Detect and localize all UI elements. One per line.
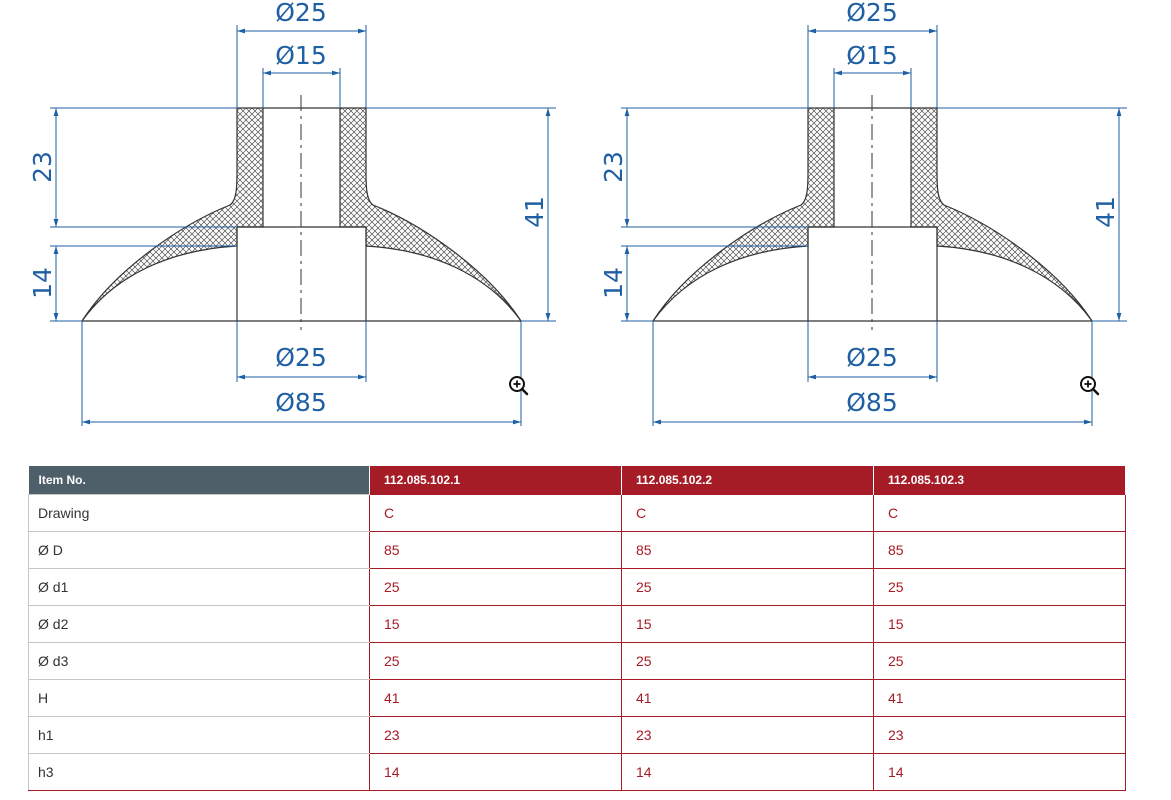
table-cell: 85: [369, 531, 622, 569]
table-header-row: Item No. 112.085.102.1 112.085.102.2 112…: [28, 466, 1126, 495]
dim-top-outer-diameter: Ø25: [275, 0, 327, 27]
specification-table: Item No. 112.085.102.1 112.085.102.2 112…: [28, 466, 1126, 791]
table-cell: 85: [873, 531, 1126, 569]
table-cell: 25: [873, 568, 1126, 606]
row-label: Drawing: [28, 494, 370, 532]
row-label: Ø d3: [28, 642, 370, 680]
table-cell: 15: [621, 605, 874, 643]
dimension-lines: [50, 25, 556, 426]
suction-cup-drawing-2: Ø25 Ø15 23 14 41 Ø25 Ø85: [571, 0, 1141, 440]
zoom-in-icon[interactable]: [509, 376, 529, 396]
dim-total-height: 41: [520, 196, 549, 228]
row-label: H: [28, 679, 370, 717]
dim-top-inner-diameter: Ø15: [275, 41, 327, 70]
table-cell: 25: [621, 568, 874, 606]
dim-top-outer-diameter: Ø25: [846, 0, 898, 27]
row-label: Ø d1: [28, 568, 370, 606]
table-cell: 23: [369, 716, 622, 754]
table-cell: 14: [873, 753, 1126, 791]
table-row: h1 23 23 23: [28, 716, 1126, 754]
table-cell: 41: [873, 679, 1126, 717]
table-cell: 14: [369, 753, 622, 791]
table-row: H 41 41 41: [28, 679, 1126, 717]
row-label: Ø d2: [28, 605, 370, 643]
table-cell: C: [873, 494, 1126, 532]
item-no-header: Item No.: [28, 466, 370, 495]
zoom-in-icon[interactable]: [1080, 376, 1100, 396]
section-hatch-left: [81, 107, 264, 322]
dim-total-height: 41: [1091, 196, 1120, 228]
table-cell: 25: [369, 568, 622, 606]
item-column-header: 112.085.102.3: [873, 466, 1126, 495]
row-label: Ø D: [28, 531, 370, 569]
table-cell: 23: [873, 716, 1126, 754]
dim-bottom-outer-diameter: Ø85: [275, 388, 327, 417]
dim-h3: 14: [28, 267, 57, 299]
section-hatch-right: [910, 107, 1093, 322]
dim-top-inner-diameter: Ø15: [846, 41, 898, 70]
table-cell: 15: [369, 605, 622, 643]
table-cell: C: [621, 494, 874, 532]
table-cell: 15: [873, 605, 1126, 643]
section-hatch-left: [652, 107, 835, 322]
table-row: Drawing C C C: [28, 494, 1126, 532]
dim-h1: 23: [599, 151, 628, 183]
cross-section-svg: Ø25 Ø15 23 14 41 Ø25 Ø85: [599, 0, 1127, 426]
item-column-header: 112.085.102.1: [369, 466, 622, 495]
table-cell: 41: [621, 679, 874, 717]
cross-section-svg: Ø25 Ø15 23 14 41 Ø25 Ø85: [28, 0, 556, 426]
table-cell: C: [369, 494, 622, 532]
dim-h1: 23: [28, 151, 57, 183]
dim-h3: 14: [599, 267, 628, 299]
table-cell: 25: [369, 642, 622, 680]
table-cell: 14: [621, 753, 874, 791]
table-cell: 25: [621, 642, 874, 680]
table-row: h3 14 14 14: [28, 753, 1126, 791]
dim-bottom-outer-diameter: Ø85: [846, 388, 898, 417]
table-row: Ø d3 25 25 25: [28, 642, 1126, 680]
table-row: Ø d1 25 25 25: [28, 568, 1126, 606]
table-row: Ø d2 15 15 15: [28, 605, 1126, 643]
table-cell: 85: [621, 531, 874, 569]
section-hatch-right: [339, 107, 522, 322]
dimension-lines: [621, 25, 1127, 426]
table-cell: 41: [369, 679, 622, 717]
table-row: Ø D 85 85 85: [28, 531, 1126, 569]
row-label: h3: [28, 753, 370, 791]
dim-bottom-inner-diameter: Ø25: [275, 343, 327, 372]
suction-cup-drawing-1: Ø25 Ø15 23 14 41 Ø25 Ø85: [0, 0, 570, 440]
item-column-header: 112.085.102.2: [621, 466, 874, 495]
table-cell: 23: [621, 716, 874, 754]
technical-drawings: Ø25 Ø15 23 14 41 Ø25 Ø85: [0, 0, 1141, 440]
dim-bottom-inner-diameter: Ø25: [846, 343, 898, 372]
table-cell: 25: [873, 642, 1126, 680]
row-label: h1: [28, 716, 370, 754]
